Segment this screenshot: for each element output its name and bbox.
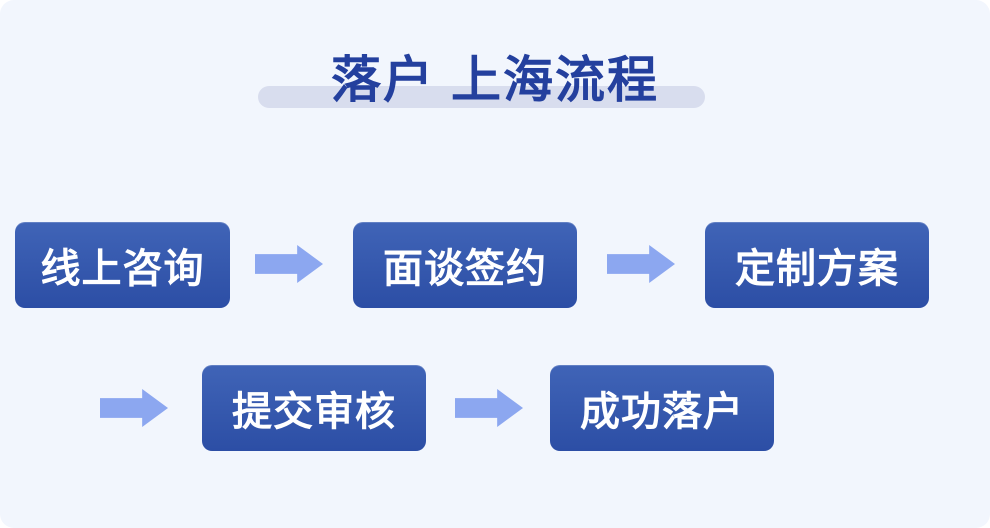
- step-submit-review: 提交审核: [202, 365, 426, 451]
- step-interview-signing: 面谈签约: [353, 222, 577, 308]
- step-settlement-success: 成功落户: [550, 365, 774, 451]
- title-highlight-pill: [258, 86, 705, 108]
- arrow-right-icon: [607, 245, 675, 283]
- step-customized-plan: 定制方案: [705, 222, 929, 308]
- arrow-right-icon: [100, 389, 168, 427]
- arrow-right-icon: [455, 389, 523, 427]
- arrow-right-icon: [255, 245, 323, 283]
- step-online-consultation: 线上咨询: [15, 222, 230, 308]
- page-title: 落户 上海流程: [331, 52, 659, 108]
